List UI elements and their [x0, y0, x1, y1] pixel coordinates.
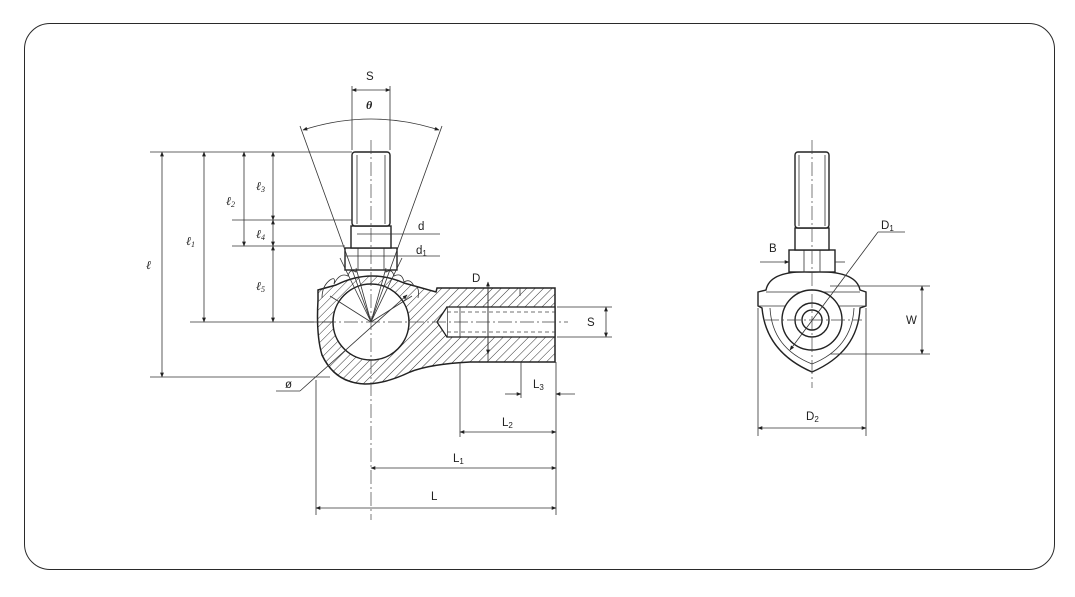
label-d: d	[418, 221, 424, 233]
label-W: W	[906, 315, 917, 327]
swing-line-left	[299, 125, 372, 323]
label-B: B	[769, 243, 777, 255]
front-view: S θ ℓ ℓ1 ℓ2 ℓ3 ℓ4 ℓ5 d d1 D S	[146, 71, 612, 520]
side-view: B D1 W D2	[757, 140, 930, 436]
swing-line-right	[370, 125, 443, 323]
label-theta: θ	[366, 98, 373, 112]
label-D: D	[472, 273, 480, 285]
label-L1: L1	[453, 453, 464, 466]
label-l4: ℓ4	[256, 227, 265, 242]
label-D2: D2	[806, 411, 819, 424]
label-l1: ℓ1	[186, 234, 195, 249]
label-L3: L3	[533, 379, 544, 392]
label-phi: ø	[285, 379, 292, 391]
label-D1: D1	[881, 220, 894, 233]
label-l3: ℓ3	[256, 179, 265, 194]
label-s-top: S	[366, 71, 374, 83]
label-d1: d1	[416, 245, 427, 258]
theta-arc	[302, 118, 440, 131]
label-l2: ℓ2	[226, 194, 235, 209]
label-l: ℓ	[146, 258, 151, 272]
label-L2: L2	[502, 417, 513, 430]
label-s-side: S	[587, 317, 595, 329]
label-L: L	[431, 491, 438, 503]
rod-end-housing	[316, 275, 556, 385]
label-l5: ℓ5	[256, 279, 265, 294]
drawing-frame	[24, 23, 1055, 570]
